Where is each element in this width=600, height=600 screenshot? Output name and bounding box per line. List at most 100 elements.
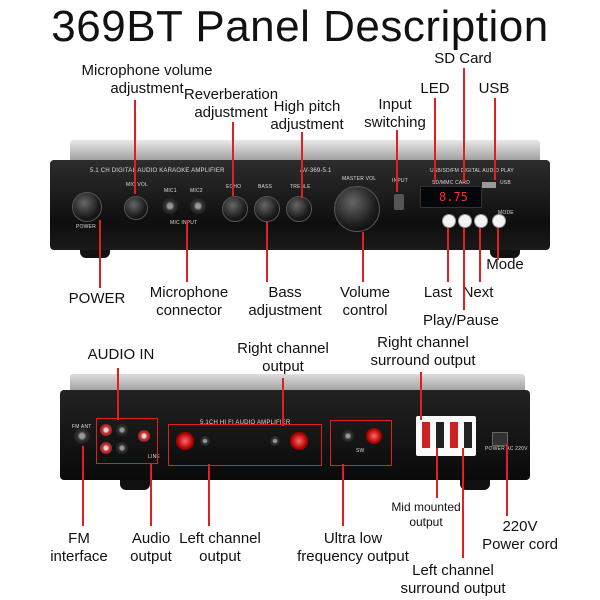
leader-left-channel [208, 464, 210, 526]
rear-foot-left [120, 480, 150, 490]
front-panel-header: 5.1 CH DIGITAL AUDIO KARAOKE AMPLIFIER [90, 168, 225, 174]
front-panel-usb-sd: USB/SD/FM DIGITAL AUDIO PLAY [430, 168, 514, 174]
leader-ultra-low [342, 464, 344, 526]
leader-high-pitch [301, 132, 303, 198]
leader-led [434, 98, 436, 182]
echo-knob[interactable] [222, 196, 248, 222]
label-led: LED [420, 80, 450, 97]
leader-reverb [232, 122, 234, 196]
mic-input-text: MIC INPUT [170, 220, 198, 226]
sw-text: SW [356, 448, 365, 454]
leader-volume [362, 232, 364, 282]
play-pause-button[interactable] [458, 214, 472, 228]
audio-in-right-1[interactable] [100, 424, 112, 436]
subwoofer-terminal-black[interactable] [342, 430, 354, 442]
leader-bass [266, 222, 268, 282]
front-foot-left [80, 250, 110, 258]
treble-text: TREBLE [290, 184, 311, 190]
line-text: LINE [148, 454, 160, 460]
power-cord-inlet [492, 432, 508, 446]
led-display-value: 8.75 [439, 190, 468, 204]
mode-button[interactable] [492, 214, 506, 228]
subwoofer-terminal-red[interactable] [366, 428, 382, 444]
leader-mode [497, 228, 499, 260]
leader-input-switching [396, 130, 398, 192]
mic1-jack[interactable] [162, 198, 178, 214]
audio-in-right-2[interactable] [100, 442, 112, 454]
surround-clip-2[interactable] [436, 422, 444, 448]
mic2-text: MIC2 [190, 188, 203, 194]
mic2-jack[interactable] [190, 198, 206, 214]
right-channel-terminal-black[interactable] [270, 436, 280, 446]
leader-sd-card [463, 68, 465, 182]
leader-power [99, 220, 101, 288]
leader-fm [82, 446, 84, 526]
mic1-text: MIC1 [164, 188, 177, 194]
surround-clip-4[interactable] [464, 422, 472, 448]
surround-clip-1[interactable] [422, 422, 430, 448]
power-text: POWER [76, 224, 96, 230]
leader-left-surround [462, 448, 464, 558]
audio-in-box [96, 418, 158, 464]
label-play-pause: Play/Pause [423, 312, 499, 329]
treble-knob[interactable] [286, 196, 312, 222]
leader-right-surround [420, 372, 422, 420]
label-last: Last [423, 284, 453, 301]
mic-volume-knob[interactable] [124, 196, 148, 220]
master-volume-knob[interactable] [334, 186, 380, 232]
right-channel-terminal-red[interactable] [290, 432, 308, 450]
front-speaker-box [168, 424, 322, 466]
rear-amplifier-top-cover [70, 374, 525, 392]
leader-mic-volume [134, 100, 136, 194]
label-audio-in: AUDIO IN [87, 346, 155, 363]
fm-antenna-jack[interactable] [74, 428, 90, 444]
audio-in-left-2[interactable] [116, 442, 128, 454]
power-knob[interactable] [72, 192, 102, 222]
mic-vol-text: MIC VOL [126, 182, 148, 188]
front-foot-right [490, 250, 520, 258]
left-channel-terminal-black[interactable] [200, 436, 210, 446]
leader-mid-mounted [436, 448, 438, 498]
rear-panel-header: 5.1CH HI FI AUDIO AMPLIFIER [200, 420, 291, 426]
leader-next [479, 228, 481, 282]
led-display: 8.75 [420, 186, 482, 208]
input-switch[interactable] [394, 194, 404, 210]
usb-port[interactable] [482, 182, 496, 188]
left-channel-terminal-red[interactable] [176, 432, 194, 450]
leader-play-pause [463, 228, 465, 310]
mode-text: MODE [498, 210, 514, 216]
last-button[interactable] [442, 214, 456, 228]
page-title: 369BT Panel Description [51, 2, 549, 51]
audio-in-left-1[interactable] [116, 424, 128, 436]
label-next: Next [462, 284, 494, 301]
master-vol-text: MASTER VOL [342, 176, 377, 182]
bass-text: BASS [258, 184, 273, 190]
sd-card-text: SD/MMC CARD [432, 180, 471, 186]
bass-knob[interactable] [254, 196, 280, 222]
label-power: POWER [68, 290, 126, 307]
surround-clip-3[interactable] [450, 422, 458, 448]
fm-ant-text: FM ANT [72, 424, 92, 430]
front-panel-model: AV-369-5.1 [300, 168, 332, 174]
usb-text: USB [500, 180, 511, 186]
leader-last [447, 228, 449, 282]
next-button[interactable] [474, 214, 488, 228]
line-out-jack[interactable] [138, 430, 150, 442]
subwoofer-box [330, 420, 392, 466]
leader-audio-output [150, 464, 152, 526]
leader-usb [494, 98, 496, 180]
